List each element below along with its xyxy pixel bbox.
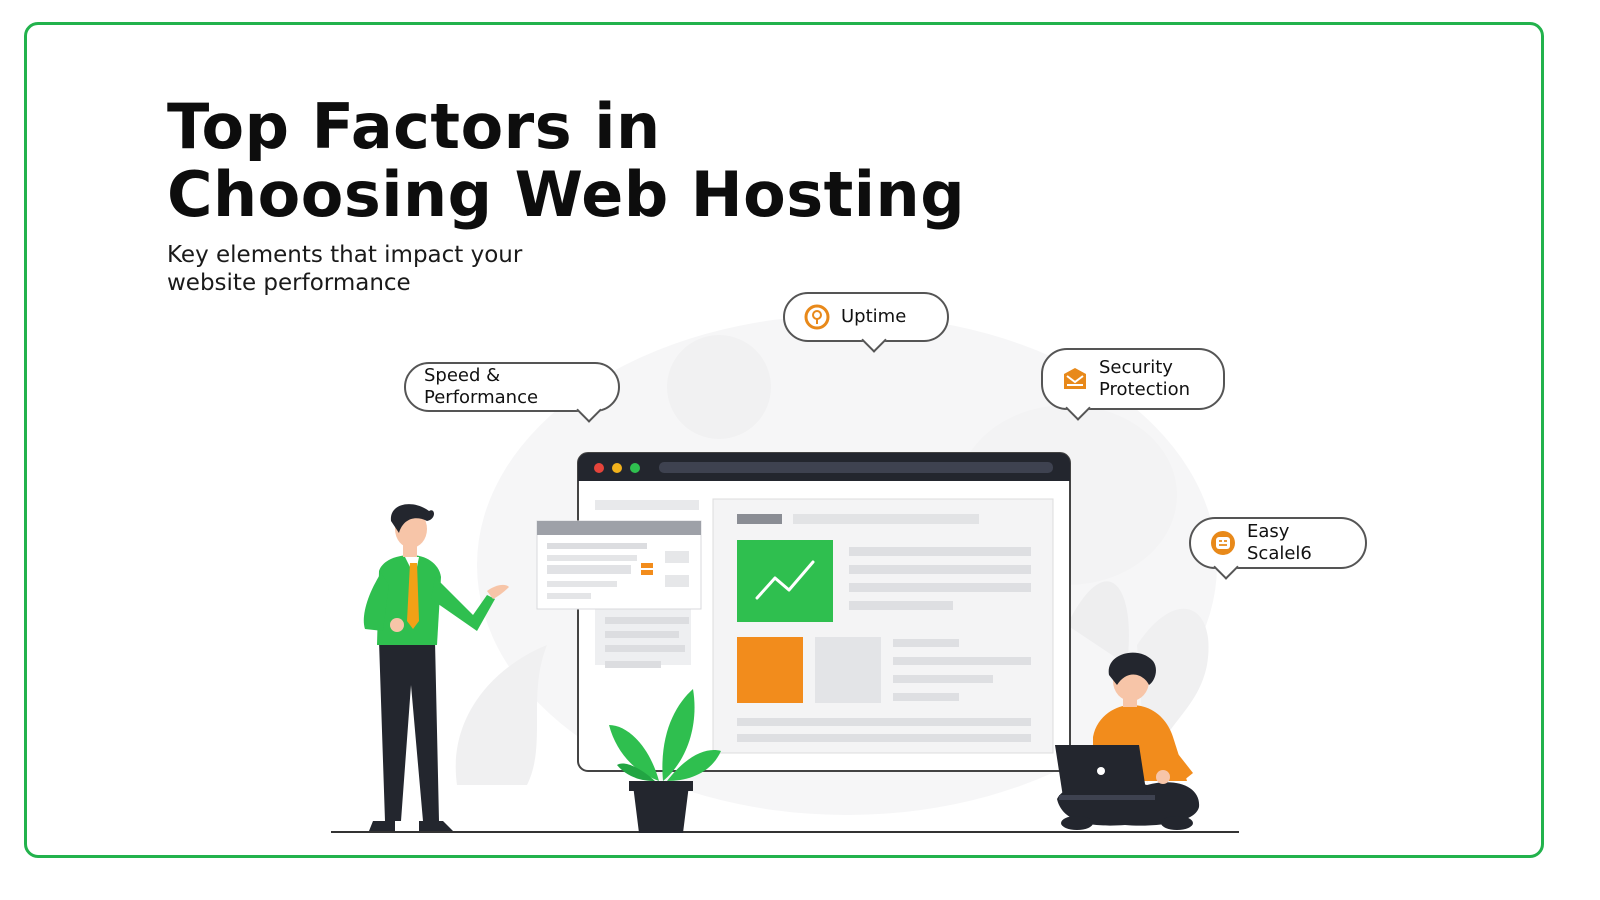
callout-security-line-1: Security (1099, 357, 1173, 378)
security-shield-icon (1064, 368, 1086, 389)
chart-tile (737, 540, 833, 622)
uptime-icon (804, 304, 830, 330)
illustration-frame: Top Factors in Choosing Web Hosting Key … (24, 22, 1544, 858)
callout-uptime: Uptime (783, 292, 949, 353)
callout-speed-performance: Speed & Performance (404, 362, 620, 423)
browser-window (577, 452, 1071, 772)
hosting-illustration (331, 315, 1239, 833)
page-subtitle: Key elements that impact your website pe… (167, 241, 522, 297)
callout-security-protection: Security Protection (1041, 348, 1225, 421)
callout-security-label: Security Protection (1099, 357, 1190, 401)
window-close-dot (594, 463, 604, 473)
title-line-1: Top Factors in (167, 90, 661, 163)
callout-scale-label: Easy Scalel6 (1247, 521, 1312, 564)
laptop-user-person (1055, 652, 1200, 830)
window-maximize-dot (630, 463, 640, 473)
subtitle-line-1: Key elements that impact your (167, 242, 523, 268)
window-minimize-dot (612, 463, 622, 473)
orange-tile (737, 637, 803, 703)
page-title: Top Factors in Choosing Web Hosting (167, 93, 965, 229)
grey-tile (815, 637, 881, 703)
callout-uptime-label: Uptime (841, 306, 907, 327)
callout-easy-scale: Easy Scalel6 (1189, 517, 1367, 580)
callout-security-line-2: Protection (1099, 379, 1191, 400)
subtitle-line-2: website performance (167, 270, 411, 296)
scale-icon (1211, 531, 1235, 555)
floating-panel (536, 520, 702, 610)
potted-plant (609, 689, 721, 833)
presenter-person (363, 504, 509, 831)
title-line-2: Choosing Web Hosting (167, 158, 966, 231)
trend-up-icon (755, 560, 815, 600)
callout-speed-label: Speed & Performance (424, 365, 539, 408)
